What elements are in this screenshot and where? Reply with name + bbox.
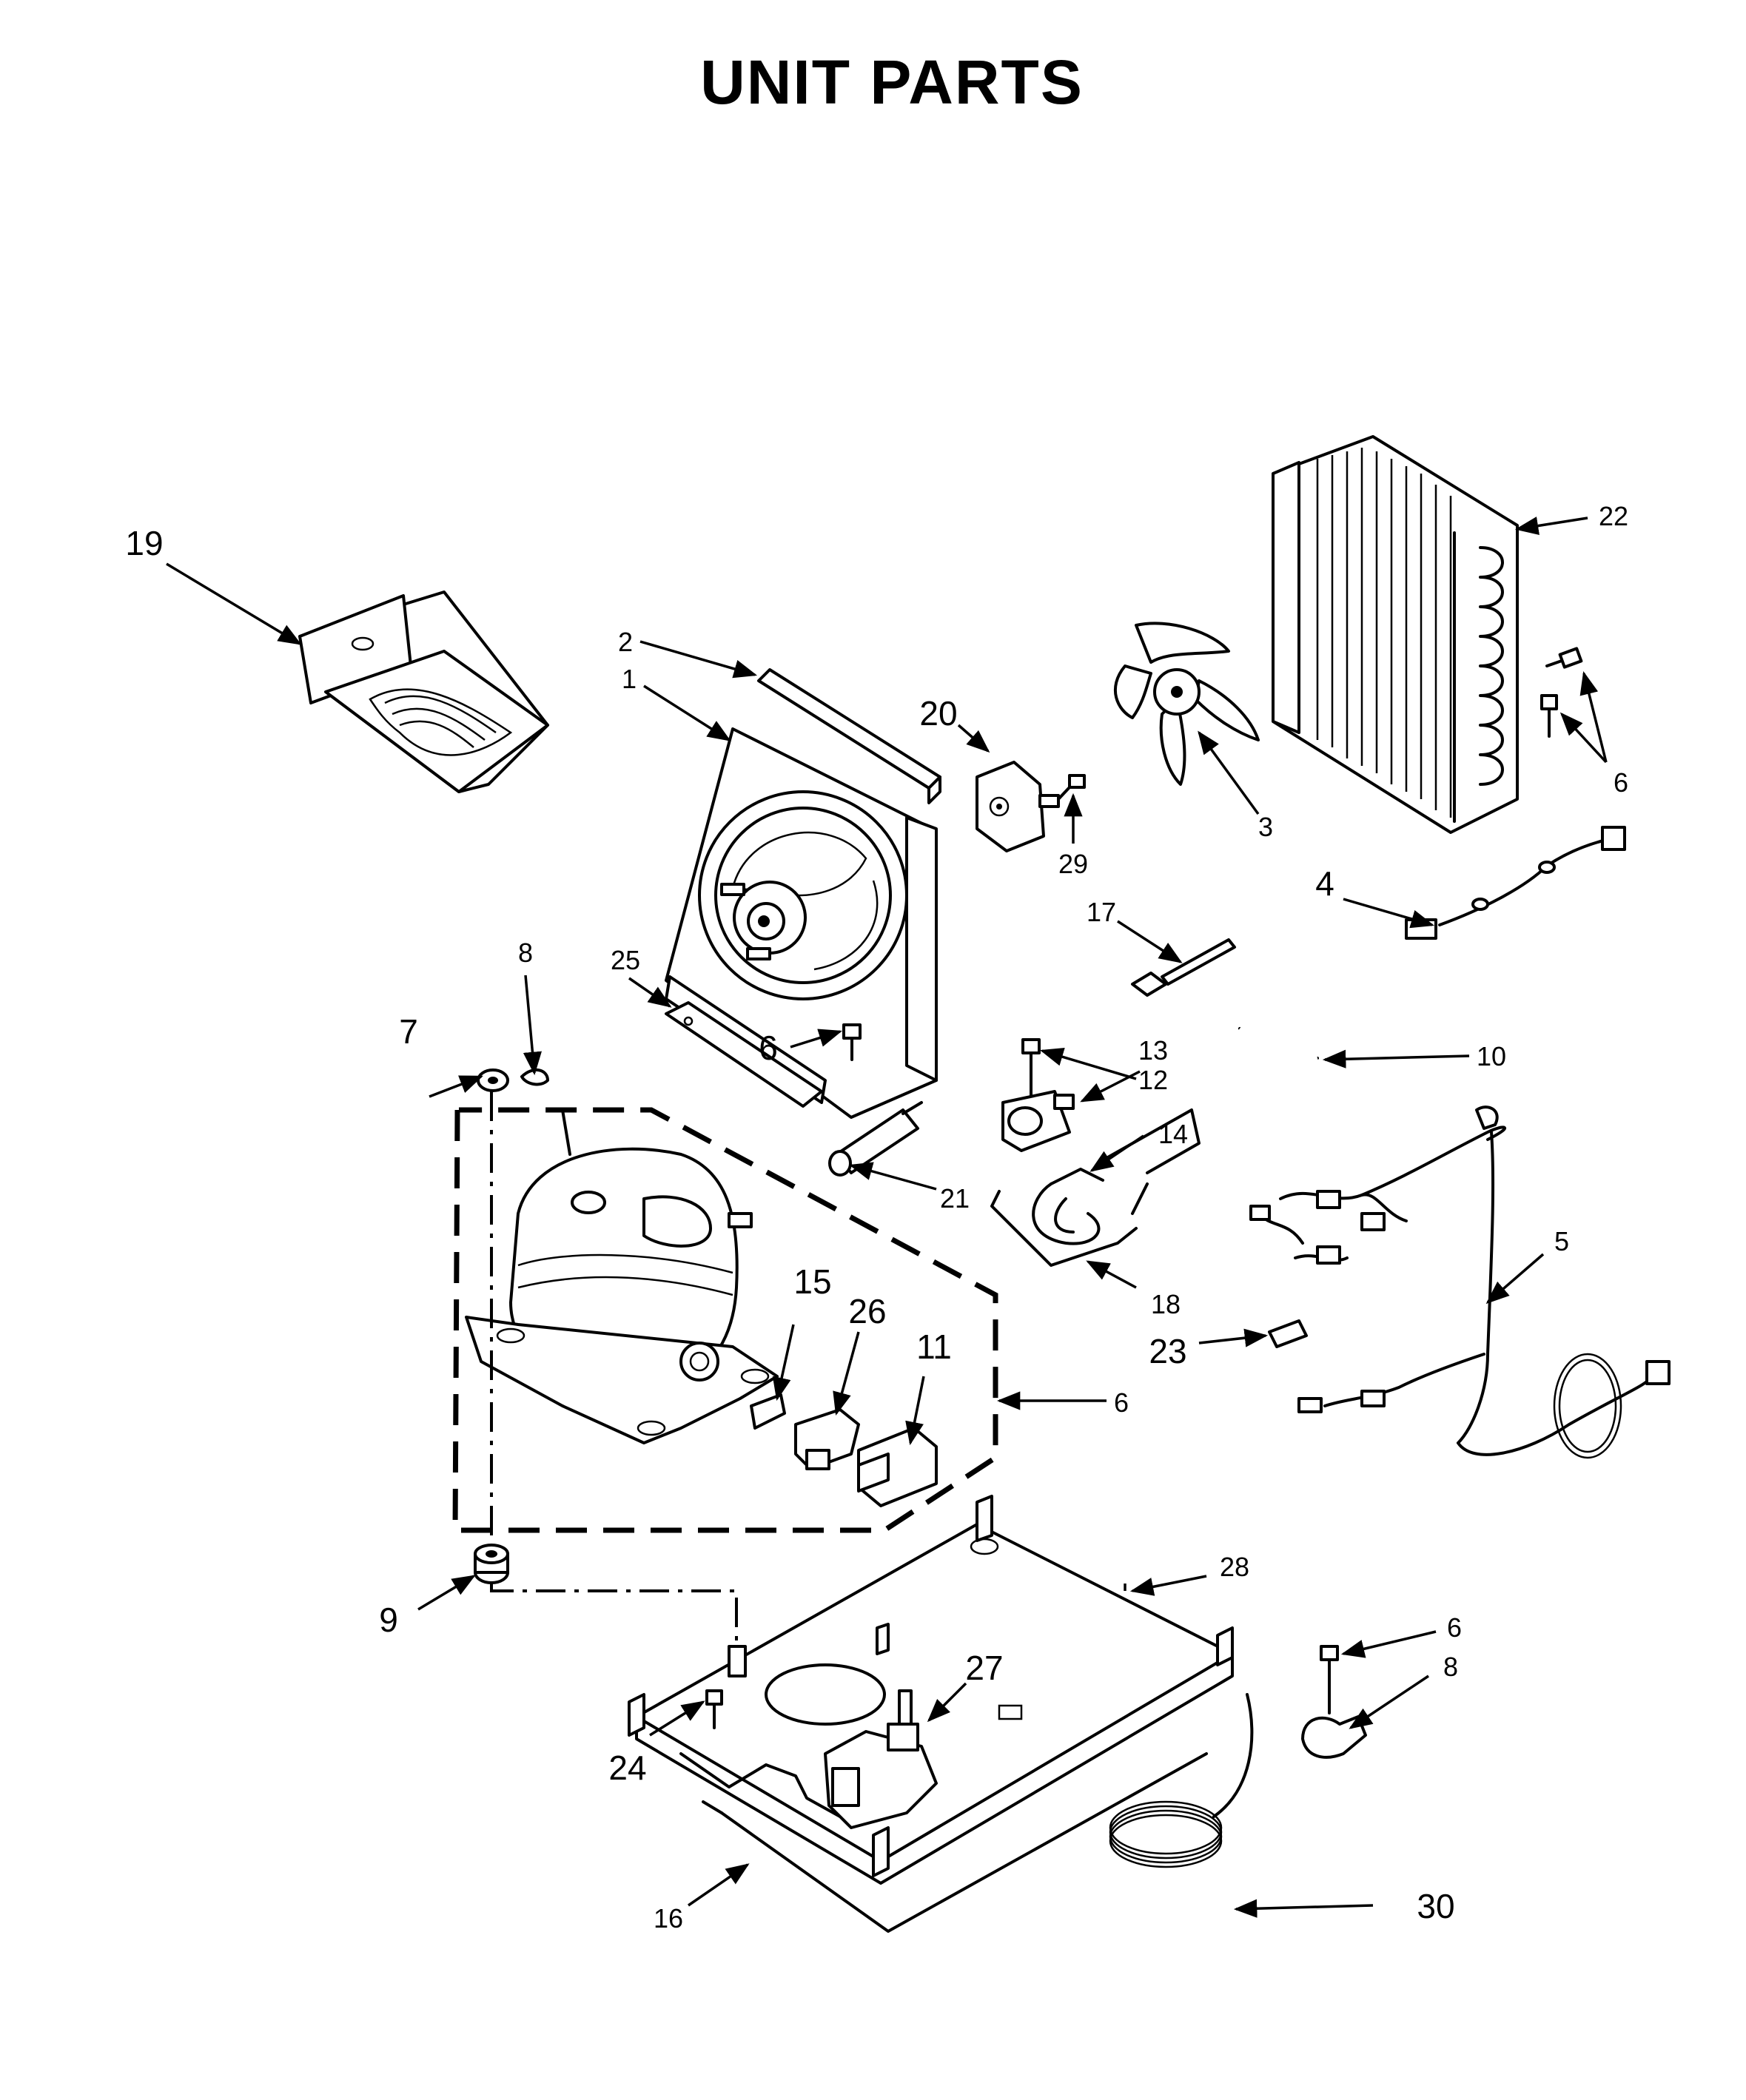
screw-part xyxy=(1021,1038,1041,1097)
callout-29: 27 xyxy=(965,1649,1003,1687)
callout-7: 6 xyxy=(1114,1387,1129,1418)
callout-28: 26 xyxy=(848,1292,886,1330)
leader-lines xyxy=(166,516,1608,1918)
callout-22: 20 xyxy=(919,694,957,733)
bracket-outline xyxy=(990,1108,1201,1267)
callout-26: 24 xyxy=(608,1749,646,1787)
callout-30: 28 xyxy=(1220,1552,1249,1582)
grommet-part xyxy=(477,1068,509,1092)
callout-23: 21 xyxy=(940,1183,970,1214)
callout-31: 29 xyxy=(1058,849,1088,879)
start-relay-part xyxy=(794,1408,860,1470)
callout-5: 5 xyxy=(1554,1226,1569,1256)
callout-12: 10 xyxy=(1477,1041,1506,1071)
clip-part xyxy=(1268,1319,1308,1348)
clamp-part xyxy=(1301,1645,1367,1759)
callout-11: 9 xyxy=(379,1601,398,1639)
callout-15: 13 xyxy=(1138,1035,1168,1066)
screw-part xyxy=(1540,647,1583,738)
callout-10: 8 xyxy=(1443,1652,1458,1682)
callout-24: 22 xyxy=(1599,501,1628,531)
callout-19: 17 xyxy=(1087,897,1116,927)
page-title: UNIT PARTS xyxy=(700,47,1084,117)
callout-1: 1 xyxy=(622,664,637,694)
screw-part xyxy=(705,1689,723,1729)
callout-3: 3 xyxy=(1258,812,1273,842)
rubber-mount-part xyxy=(474,1544,509,1584)
callout-2: 2 xyxy=(618,627,633,657)
filter-drier-part xyxy=(828,1101,923,1177)
callout-9: 7 xyxy=(399,1012,418,1051)
callout-6-condenser: 6 xyxy=(1614,767,1628,798)
water-valve-part xyxy=(824,1689,938,1829)
callout-8: 8 xyxy=(518,938,533,968)
callout-labels: 19 2 1 20 29 3 22 6 4 17 10 12 13 14 18 … xyxy=(125,501,1628,1934)
gasket-strip-part xyxy=(757,668,941,804)
fan-blade-part xyxy=(1113,622,1260,786)
alignment-line xyxy=(490,1091,738,1646)
callout-32: 30 xyxy=(1417,1887,1454,1925)
capacitor-part xyxy=(857,1427,938,1507)
callout-13: 11 xyxy=(916,1327,952,1366)
callout-21: 19 xyxy=(125,524,163,562)
mounting-plate-part xyxy=(665,1001,823,1108)
callout-16: 14 xyxy=(1158,1119,1188,1149)
condenser-fan-shroud-part xyxy=(665,727,938,1119)
compressor-part xyxy=(465,1108,779,1444)
callout-18: 16 xyxy=(654,1903,683,1934)
screw-part xyxy=(1057,774,1086,801)
cable-tie-part xyxy=(1131,938,1236,997)
water-valve-solenoid-part xyxy=(1001,1090,1075,1152)
callout-17: 15 xyxy=(793,1262,831,1301)
callout-27: 25 xyxy=(611,945,640,975)
callout-6-clamp: 6 xyxy=(1447,1612,1462,1643)
tube-part xyxy=(1238,1026,1319,1069)
fan-motor-part xyxy=(976,761,1060,852)
callout-20: 18 xyxy=(1151,1289,1181,1319)
screw-part xyxy=(842,1023,862,1061)
callout-6-shroud: 6 xyxy=(759,1029,778,1067)
drain-pan-part xyxy=(298,590,549,793)
callout-14: 12 xyxy=(1138,1065,1168,1095)
callout-4: 4 xyxy=(1315,864,1334,903)
callout-25: 23 xyxy=(1149,1332,1186,1370)
clamp-part xyxy=(1032,1168,1104,1245)
base-plate-part xyxy=(628,1495,1234,1885)
main-wiring-harness-part xyxy=(1249,1105,1671,1459)
condenser-coil-part xyxy=(1272,435,1519,834)
compressor-assembly-outline xyxy=(452,1107,998,1533)
overload-part xyxy=(750,1393,786,1430)
tubing-coil-part xyxy=(1109,1693,1254,1868)
wire-harness-part xyxy=(1405,826,1626,940)
